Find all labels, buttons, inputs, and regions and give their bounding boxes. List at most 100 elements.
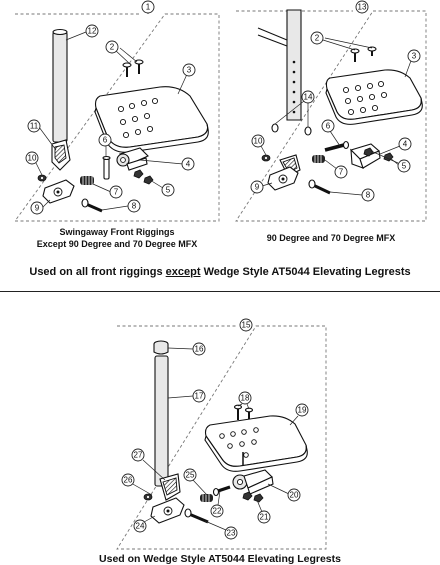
callout-12: 12 [85, 24, 99, 38]
svg-text:20: 20 [290, 491, 299, 500]
svg-text:16: 16 [195, 345, 204, 354]
callout-3: 3 [407, 49, 421, 63]
svg-text:18: 18 [241, 394, 250, 403]
washer [143, 493, 153, 501]
latch [150, 497, 185, 524]
bolt [308, 179, 331, 195]
svg-text:2: 2 [110, 43, 115, 52]
latch [267, 166, 299, 191]
latch [42, 179, 75, 204]
svg-text:5: 5 [166, 186, 171, 195]
callout-13-panel: 13 [355, 0, 369, 14]
top-usage-note-emphasis: except [165, 266, 201, 278]
support-tube [52, 31, 68, 143]
panel-13-caption: 90 Degree and 70 Degree MFX [266, 233, 396, 243]
top-usage-note-suffix: Wedge Style AT5044 Elevating Legrests [200, 266, 411, 278]
panel-1-assembly: 1 12 2 3 11 6 4 10 7 5 9 8 [14, 0, 220, 222]
footplate [204, 415, 308, 472]
svg-text:25: 25 [186, 471, 195, 480]
callout-4: 4 [181, 157, 195, 171]
svg-text:11: 11 [30, 122, 39, 131]
tube-cap [153, 340, 169, 355]
callout-18: 18 [238, 391, 252, 405]
callout-16: 16 [192, 342, 206, 356]
svg-text:6: 6 [326, 122, 331, 131]
footplate [94, 86, 209, 153]
callout-5: 5 [161, 183, 175, 197]
bracket [51, 139, 71, 171]
screws [233, 404, 254, 422]
nuts [242, 491, 264, 503]
spacer-washers [271, 123, 312, 136]
hinge-block [349, 143, 381, 169]
pivot-pin [324, 140, 350, 152]
panel-1-caption-line2: Except 90 Degree and 70 Degree MFX [36, 239, 198, 249]
callout-20: 20 [287, 488, 301, 502]
svg-text:12: 12 [88, 27, 97, 36]
callout-17: 17 [192, 389, 206, 403]
callout-15-panel: 15 [239, 318, 253, 332]
svg-text:3: 3 [412, 52, 417, 61]
callout-8: 8 [127, 199, 141, 213]
svg-text:4: 4 [403, 140, 408, 149]
callout-19: 19 [295, 403, 309, 417]
hinge-block [232, 469, 274, 495]
svg-text:23: 23 [227, 529, 236, 538]
svg-text:21: 21 [260, 513, 269, 522]
washer [261, 154, 271, 162]
svg-text:2: 2 [315, 34, 320, 43]
svg-text:6: 6 [103, 136, 108, 145]
svg-text:4: 4 [186, 160, 191, 169]
svg-text:19: 19 [298, 406, 307, 415]
svg-text:15: 15 [242, 321, 251, 330]
callout-22: 22 [210, 504, 224, 518]
callout-6: 6 [98, 133, 112, 147]
svg-text:17: 17 [195, 392, 204, 401]
bottom-usage-note: Used on Wedge Style AT5044 Elevating Leg… [99, 553, 341, 565]
panel-1-caption-line1: Swingaway Front Riggings [59, 227, 175, 237]
svg-text:14: 14 [304, 93, 313, 102]
angle-bracket [159, 473, 181, 501]
callout-5: 5 [397, 159, 411, 173]
svg-text:9: 9 [35, 204, 40, 213]
svg-text:9: 9 [255, 183, 260, 192]
svg-text:3: 3 [187, 66, 192, 75]
callout-10: 10 [251, 134, 265, 148]
hinge-block [116, 147, 149, 171]
nuts [133, 169, 154, 185]
svg-text:26: 26 [124, 476, 133, 485]
callout-26: 26 [121, 473, 135, 487]
support-tube [154, 355, 169, 487]
callout-8: 8 [361, 188, 375, 202]
svg-text:10: 10 [254, 137, 263, 146]
mounting-tube [257, 9, 302, 121]
callout-23: 23 [224, 526, 238, 540]
screws [122, 59, 144, 77]
panel-1-caption: Swingaway Front Riggings Except 90 Degre… [15, 226, 219, 250]
callout-7: 7 [109, 185, 123, 199]
svg-text:7: 7 [339, 168, 344, 177]
callout-1-panel: 1 [141, 0, 155, 14]
panel-13-assembly: 13 2 3 14 6 4 10 5 7 9 8 [235, 0, 427, 222]
svg-text:5: 5 [402, 162, 407, 171]
svg-text:1: 1 [146, 3, 151, 12]
top-usage-note: Used on all front riggings except Wedge … [0, 266, 440, 278]
svg-text:7: 7 [114, 188, 119, 197]
svg-text:8: 8 [366, 191, 371, 200]
callout-11: 11 [27, 119, 41, 133]
callout-4: 4 [398, 137, 412, 151]
svg-text:13: 13 [358, 3, 367, 12]
callout-9: 9 [30, 201, 44, 215]
callout-10: 10 [25, 151, 39, 165]
callout-7: 7 [334, 165, 348, 179]
callout-2: 2 [310, 31, 324, 45]
callout-21: 21 [257, 510, 271, 524]
spring [312, 155, 325, 163]
callout-3: 3 [182, 63, 196, 77]
bolt [81, 198, 103, 213]
pivot-pin [212, 485, 231, 497]
callout-2: 2 [105, 40, 119, 54]
svg-text:8: 8 [132, 202, 137, 211]
svg-text:24: 24 [136, 522, 145, 531]
spring [80, 176, 94, 185]
